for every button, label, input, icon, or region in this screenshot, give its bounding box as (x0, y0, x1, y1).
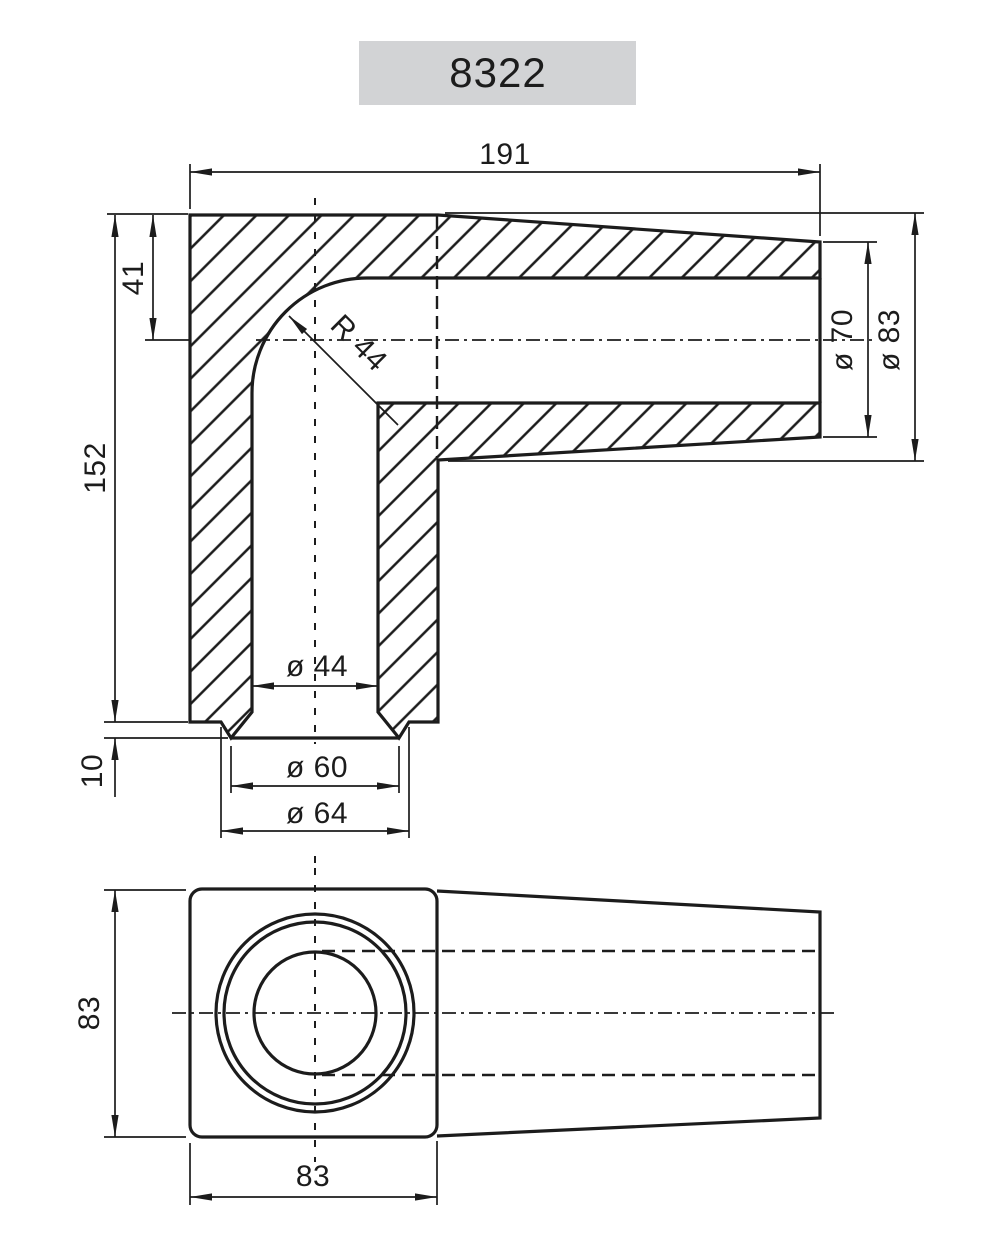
tapered-pipe-outline (436, 889, 822, 1138)
dim-spigot-height-label: 10 (76, 754, 109, 788)
dim-top-to-axis-label: 41 (117, 261, 150, 295)
dim-overall-length-label: 191 (479, 138, 531, 171)
dim-endview-height-label: 83 (73, 996, 106, 1030)
dim-corner-radius-label: R 44 (324, 309, 394, 379)
spigot-tip-circle (222, 920, 408, 1106)
dim-pipe-tip-od-label: ø 70 (826, 309, 859, 371)
part-number-label: 8322 (449, 49, 546, 96)
end-view: 83 83 (73, 868, 836, 1205)
section-view: 191 41 152 10 R 44 ø 44 ø 60 ø 64 ø 70 ø… (76, 138, 924, 872)
dim-pipe-max-od-label: ø 83 (873, 309, 906, 371)
bore-circle (252, 950, 378, 1076)
dim-spigot-od-label: ø 64 (286, 797, 348, 830)
title-box (359, 41, 636, 105)
section-upper-wall (188, 213, 822, 741)
dim-bore-label: ø 44 (286, 650, 348, 683)
title-block: 8322 (359, 41, 636, 105)
leader-line-radius (288, 315, 399, 426)
spigot-od-circle (214, 912, 416, 1114)
square-body-outline (188, 887, 439, 1139)
dim-endview-width-label: 83 (296, 1160, 330, 1193)
dim-spigot-tip-label: ø 60 (286, 751, 348, 784)
dim-body-height-label: 152 (79, 442, 112, 494)
section-lower-wall (376, 401, 822, 741)
